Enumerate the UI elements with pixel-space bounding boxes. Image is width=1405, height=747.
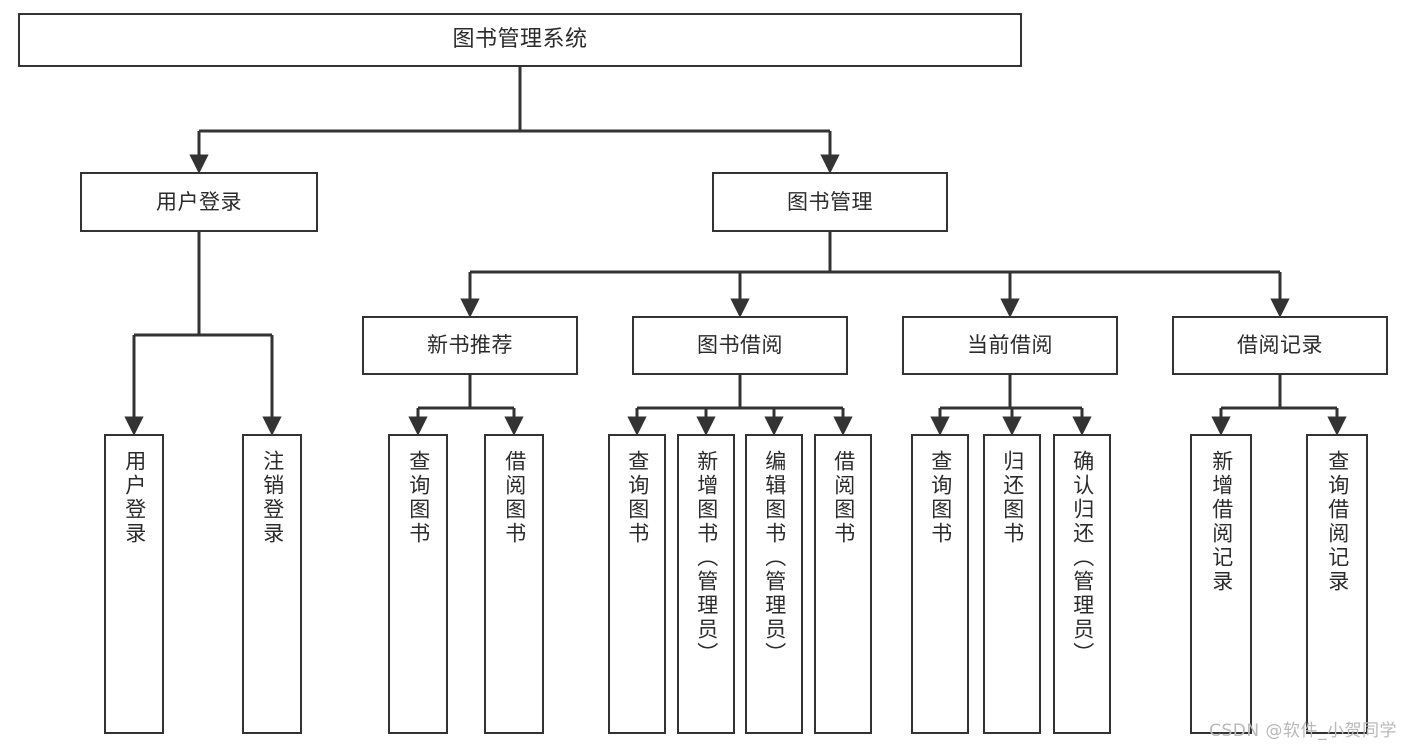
node-leaf-user-login-label: 用户登录	[122, 450, 147, 546]
node-leaf-query-book-borrow-label: 查询图书	[625, 450, 650, 546]
node-leaf-edit-book[interactable]: 编辑图书（管理员）	[745, 434, 803, 734]
node-root-label: 图书管理系统	[452, 27, 588, 53]
node-book-manage-label: 图书管理	[787, 189, 873, 214]
node-root[interactable]: 图书管理系统	[18, 13, 1022, 67]
node-current-borrow[interactable]: 当前借阅	[902, 316, 1118, 375]
node-book-manage[interactable]: 图书管理	[712, 172, 948, 232]
csdn-watermark: CSDN @软件_小贺同学	[1209, 721, 1397, 741]
node-book-borrow[interactable]: 图书借阅	[632, 316, 848, 375]
node-leaf-query-record[interactable]: 查询借阅记录	[1306, 434, 1368, 734]
node-leaf-borrow-book-rec-label: 借阅图书	[502, 450, 527, 546]
node-leaf-confirm-return-label: 确认归还（管理员）	[1070, 450, 1095, 666]
node-new-book-recommend-label: 新书推荐	[427, 333, 513, 358]
node-borrow-record[interactable]: 借阅记录	[1172, 316, 1388, 375]
node-leaf-borrow-book[interactable]: 借阅图书	[814, 434, 872, 734]
node-user-login-label: 用户登录	[156, 189, 242, 214]
node-leaf-query-book-rec[interactable]: 查询图书	[388, 434, 448, 734]
node-current-borrow-label: 当前借阅	[967, 333, 1053, 358]
node-leaf-return-book-label: 归还图书	[1000, 450, 1025, 546]
node-new-book-recommend[interactable]: 新书推荐	[362, 316, 578, 375]
node-leaf-add-book[interactable]: 新增图书（管理员）	[677, 434, 735, 734]
node-leaf-query-book-borrow[interactable]: 查询图书	[608, 434, 666, 734]
node-leaf-query-book-cur-label: 查询图书	[928, 450, 953, 546]
node-leaf-user-logout-label: 注销登录	[260, 450, 285, 546]
node-borrow-record-label: 借阅记录	[1237, 333, 1323, 358]
node-leaf-add-record[interactable]: 新增借阅记录	[1190, 434, 1252, 734]
node-leaf-add-record-label: 新增借阅记录	[1209, 450, 1234, 594]
node-leaf-confirm-return[interactable]: 确认归还（管理员）	[1053, 434, 1111, 734]
node-leaf-user-logout[interactable]: 注销登录	[242, 434, 302, 734]
node-leaf-edit-book-label: 编辑图书（管理员）	[762, 450, 787, 666]
node-leaf-query-book-cur[interactable]: 查询图书	[911, 434, 969, 734]
node-leaf-return-book[interactable]: 归还图书	[983, 434, 1041, 734]
node-leaf-query-record-label: 查询借阅记录	[1325, 450, 1350, 594]
node-leaf-borrow-book-label: 借阅图书	[831, 450, 856, 546]
node-leaf-add-book-label: 新增图书（管理员）	[694, 450, 719, 666]
node-leaf-query-book-rec-label: 查询图书	[406, 450, 431, 546]
node-book-borrow-label: 图书借阅	[697, 333, 783, 358]
node-user-login[interactable]: 用户登录	[80, 172, 318, 232]
node-leaf-borrow-book-rec[interactable]: 借阅图书	[484, 434, 544, 734]
node-leaf-user-login[interactable]: 用户登录	[104, 434, 164, 734]
